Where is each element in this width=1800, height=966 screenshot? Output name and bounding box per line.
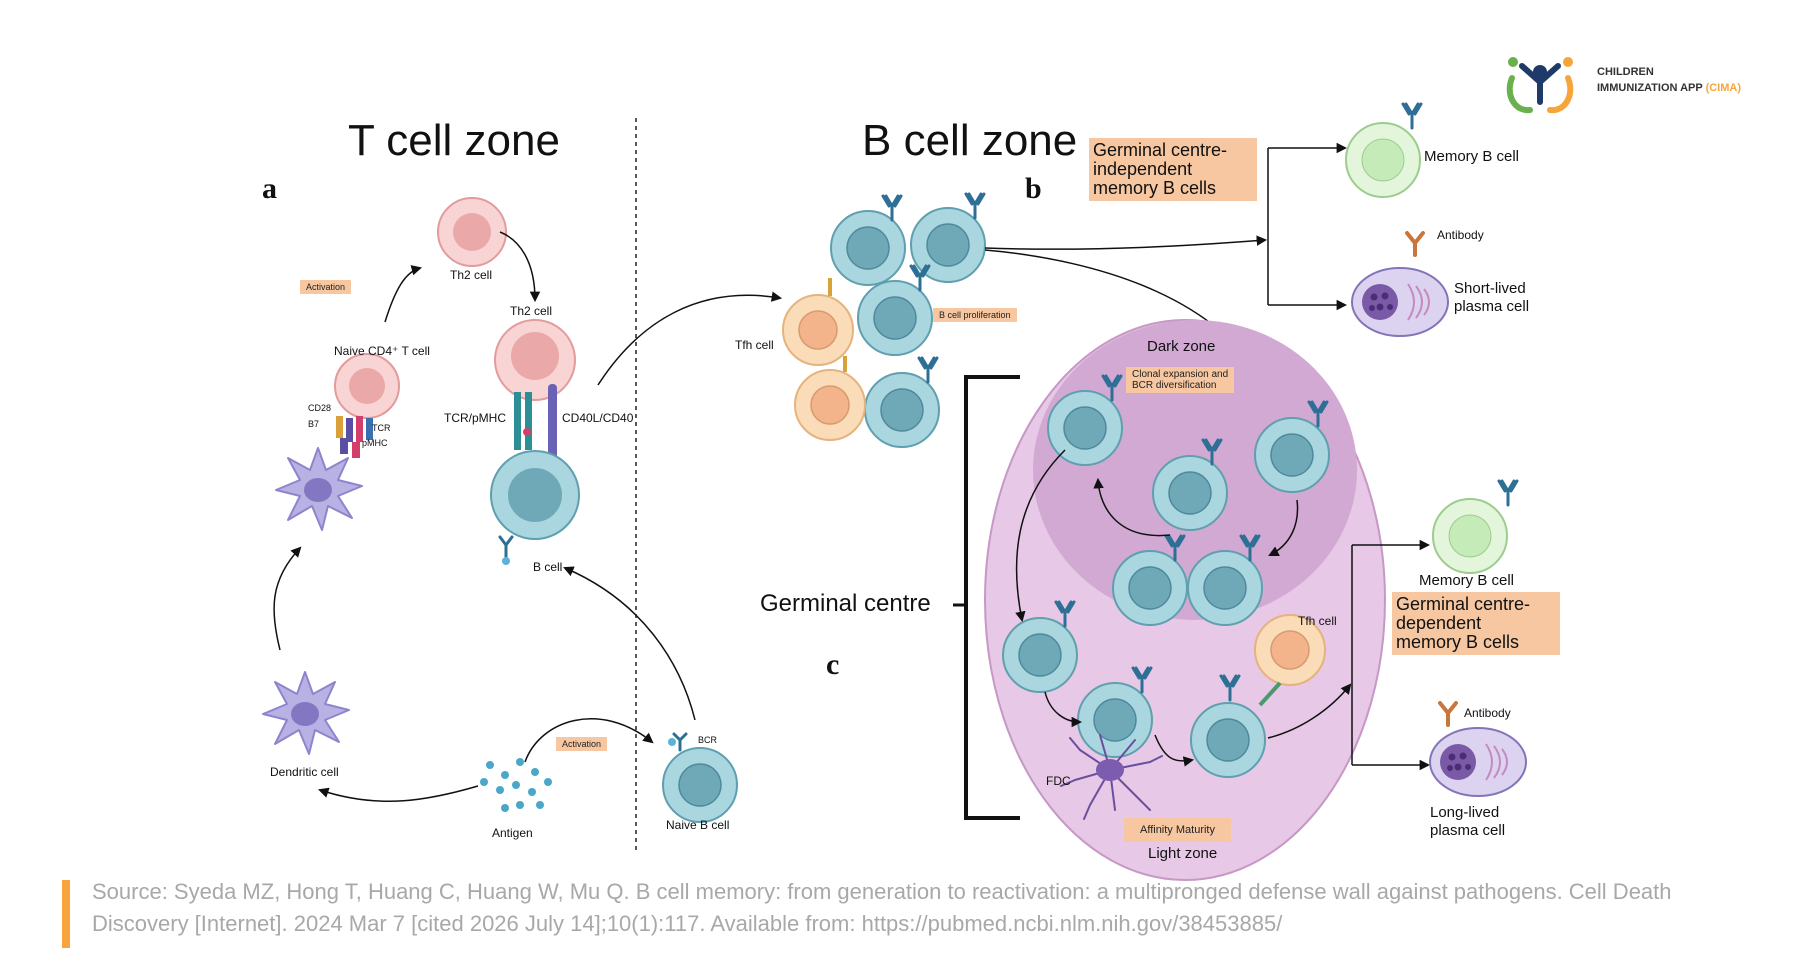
long-lived-plasma-cell bbox=[1429, 727, 1527, 797]
label-naive-b: Naive B cell bbox=[666, 818, 730, 832]
arrow-to-fdc bbox=[1044, 691, 1083, 728]
cima-logo-icon bbox=[1506, 57, 1574, 114]
b-cell-zone-title: B cell zone bbox=[862, 116, 1078, 165]
gc-cell-2 bbox=[1152, 455, 1228, 531]
arrow-activation-1 bbox=[384, 265, 423, 323]
tag-activation-2: Activation bbox=[556, 737, 608, 751]
logo-accent: (CIMA) bbox=[1705, 82, 1742, 94]
tag-activation-1: Activation bbox=[300, 280, 352, 294]
label-antigen: Antigen bbox=[492, 826, 533, 840]
b-prolif-cell-4 bbox=[864, 372, 940, 448]
label-dark-zone: Dark zone bbox=[1147, 338, 1216, 355]
th2-cell-top bbox=[437, 197, 507, 267]
arrow-antigen-b bbox=[524, 718, 654, 763]
tcr-pmhc-complex bbox=[514, 392, 532, 450]
gc-cell-6 bbox=[1002, 617, 1078, 693]
dendritic-cell bbox=[262, 671, 350, 755]
gc-cell-1 bbox=[1047, 390, 1123, 466]
label-th2-mid: Th2 cell bbox=[510, 304, 553, 318]
label-tcr-pmhc: TCR/pMHC bbox=[444, 411, 506, 425]
label-bcr: BCR bbox=[698, 735, 718, 745]
gc-cell-3 bbox=[1254, 417, 1330, 493]
naive-cd4-t-cell bbox=[334, 353, 400, 419]
gc-cell-5 bbox=[1187, 550, 1263, 626]
th2-cell-conjugate bbox=[494, 319, 576, 401]
label-dendritic: Dendritic cell bbox=[270, 765, 339, 779]
label-pmhc: pMHC bbox=[362, 438, 388, 448]
panel-letter-b: b bbox=[1025, 172, 1042, 205]
gc-cell-7 bbox=[1077, 682, 1153, 758]
antibody-top-icon bbox=[1405, 231, 1425, 257]
memory-b-cell-top bbox=[1345, 122, 1421, 198]
arrow-to-branch bbox=[984, 235, 1268, 250]
short-lived-plasma-cell bbox=[1351, 267, 1449, 337]
panel-letter-a: a bbox=[262, 172, 277, 205]
antibody-right-icon bbox=[1438, 701, 1458, 727]
label-fdc: FDC bbox=[1046, 774, 1071, 788]
label-th2-top: Th2 cell bbox=[450, 268, 493, 282]
germinal-bracket bbox=[964, 375, 1020, 820]
arrow-to-selection bbox=[1154, 734, 1195, 767]
label-germinal-centre: Germinal centre bbox=[760, 590, 931, 617]
arrow-dc-up bbox=[273, 546, 302, 651]
label-tcr: TCR bbox=[372, 423, 391, 433]
tfh-cell-b-1 bbox=[782, 294, 854, 366]
gc-cell-4 bbox=[1112, 550, 1188, 626]
b-cell-conjugate bbox=[490, 450, 580, 565]
b-prolif-cell-1 bbox=[830, 210, 906, 286]
arrow-to-b-zone bbox=[597, 291, 783, 386]
label-light-zone: Light zone bbox=[1148, 845, 1218, 862]
naive-b-bcr bbox=[668, 732, 688, 752]
source-accent-bar bbox=[62, 880, 70, 948]
label-antibody-top: Antibody bbox=[1437, 228, 1484, 242]
arrow-gc-down-left bbox=[1015, 449, 1066, 623]
cd40l-cd40-complex bbox=[548, 384, 557, 474]
naive-b-cell bbox=[662, 747, 738, 823]
t-cell-zone-title: T cell zone bbox=[348, 116, 560, 165]
label-short-lived: Short-lived plasma cell bbox=[1454, 280, 1530, 315]
arrow-naive-b-up bbox=[563, 566, 696, 721]
label-cd28: CD28 bbox=[308, 403, 332, 413]
arrow-th2 bbox=[499, 231, 541, 303]
tag-affinity: Affinity Maturity bbox=[1124, 818, 1231, 842]
label-b7: B7 bbox=[308, 419, 320, 429]
fdc-nucleus bbox=[1096, 759, 1124, 781]
label-cd40: CD40L/CD40 bbox=[562, 411, 634, 425]
gc-cell-8 bbox=[1190, 702, 1266, 778]
label-b-cell: B cell bbox=[533, 560, 563, 574]
cima-logo-text: CHILDREN IMMUNIZATION APP (CIMA) bbox=[1597, 64, 1741, 96]
dendritic-cell-presenting bbox=[275, 447, 363, 531]
logo-line-2: IMMUNIZATION APP bbox=[1597, 82, 1703, 94]
panel-letter-c: c bbox=[826, 648, 840, 681]
label-tfh-c: Tfh cell bbox=[1298, 614, 1337, 628]
label-tfh-b: Tfh cell bbox=[735, 338, 774, 352]
antigen-particles bbox=[480, 758, 552, 812]
tfh-cell-b-2 bbox=[794, 369, 866, 441]
tag-clonal: Clonal expansion and BCR diversification bbox=[1126, 367, 1235, 393]
arrow-gc-loop bbox=[1093, 477, 1171, 537]
fdc-cell bbox=[1060, 734, 1163, 820]
label-memory-b-right: Memory B cell bbox=[1419, 572, 1515, 589]
label-memory-b-top: Memory B cell bbox=[1424, 148, 1520, 165]
label-long-lived: Long-lived plasma cell bbox=[1430, 804, 1506, 839]
arrow-gc-right bbox=[1268, 499, 1299, 556]
tag-b-prolif: B cell proliferation bbox=[933, 308, 1017, 322]
memory-b-cell-right bbox=[1432, 498, 1508, 574]
logo-line-1: CHILDREN bbox=[1597, 66, 1654, 78]
b-prolif-cell-3 bbox=[857, 280, 933, 356]
tag-gc-independent: Germinal centre- independent memory B ce… bbox=[1089, 138, 1257, 201]
arrow-antigen-dc bbox=[318, 785, 479, 802]
arrow-gc-exit bbox=[1267, 683, 1352, 739]
source-citation: Source: Syeda MZ, Hong T, Huang C, Huang… bbox=[92, 879, 1672, 936]
label-naive-cd4: Naive CD4⁺ T cell bbox=[334, 344, 430, 358]
label-antibody-right: Antibody bbox=[1464, 706, 1511, 720]
tfh-bcr-contact bbox=[1258, 681, 1282, 707]
tag-gc-dependent: Germinal centre- dependent memory B cell… bbox=[1392, 592, 1560, 655]
synapse-receptors bbox=[336, 416, 373, 458]
